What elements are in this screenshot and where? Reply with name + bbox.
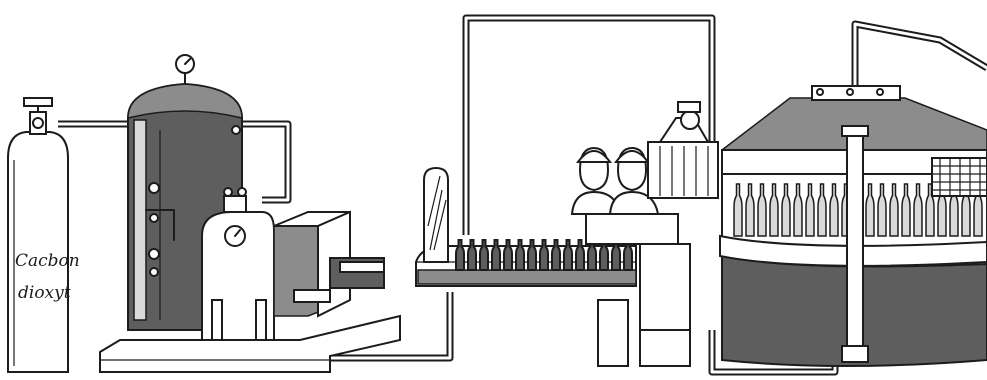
bottle-icon: [564, 240, 572, 270]
bottle-icon: [492, 240, 500, 270]
bottle-icon: [540, 240, 548, 270]
cylinder-label-line2: dioxyt: [18, 283, 71, 303]
bottle-icon: [516, 240, 524, 270]
pump-motor: [274, 212, 384, 316]
bottle-icon: [456, 240, 464, 270]
filler-top-pipe: [855, 24, 987, 85]
bottle-icon: [504, 240, 512, 270]
bottle-icon: [528, 240, 536, 270]
bottle-icon: [552, 240, 560, 270]
bottle-icon: [480, 240, 488, 270]
bottle-icon: [468, 240, 476, 270]
cylinder-label-line1: Cacbon: [15, 251, 80, 271]
filler-panel: [932, 158, 987, 196]
bottle-icon: [576, 240, 584, 270]
pressure-gauge-icon: [176, 55, 194, 84]
bottle-elevator: [424, 168, 448, 262]
cylinder-valve-icon: [24, 98, 52, 134]
